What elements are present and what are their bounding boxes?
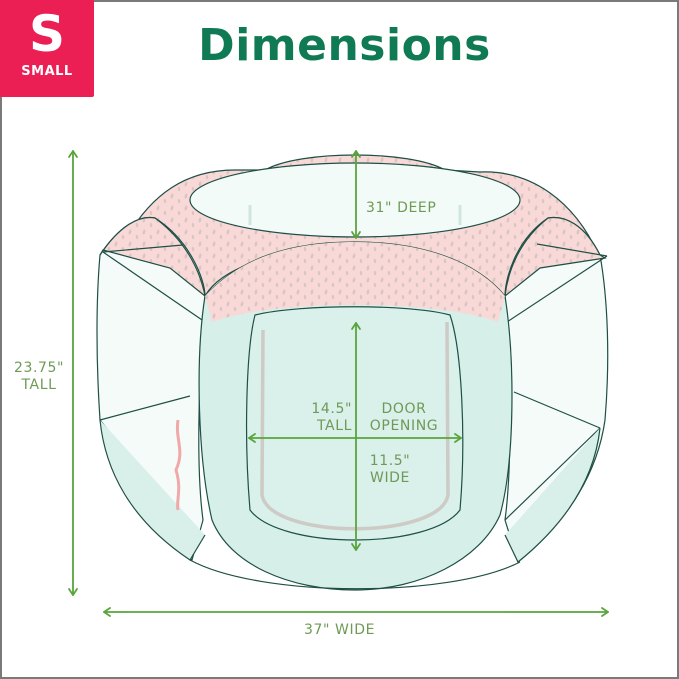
height-dimension-label: 23.75" TALL	[8, 360, 70, 394]
height-value: 23.75"	[13, 360, 65, 376]
height-unit-label: TALL	[21, 377, 57, 393]
size-letter: S	[28, 5, 65, 63]
depth-dimension-label: 31" DEEP	[366, 200, 437, 216]
size-badge: S SMALL	[0, 0, 94, 97]
door-title-line1: DOOR	[381, 401, 427, 417]
front-panel	[189, 241, 521, 591]
side-panel-left	[96, 216, 206, 562]
dimension-arrows	[68, 150, 609, 617]
width-dimension-label: 37" WIDE	[303, 622, 376, 638]
side-panel-right	[504, 216, 609, 564]
canopy-top	[98, 154, 601, 299]
door-opening-label: DOOR OPENING	[362, 401, 446, 435]
door-title-line2: OPENING	[369, 418, 439, 434]
size-label: SMALL	[21, 64, 73, 79]
door-height-value: 14.5"	[311, 401, 352, 417]
door-width-unit: WIDE	[370, 470, 410, 486]
door-height-label: 14.5" TALL	[304, 401, 352, 435]
door-width-label: 11.5" WIDE	[362, 453, 418, 487]
page-title: Dimensions	[198, 20, 491, 71]
door-height-unit: TALL	[316, 418, 352, 434]
door-width-value: 11.5"	[369, 453, 411, 469]
